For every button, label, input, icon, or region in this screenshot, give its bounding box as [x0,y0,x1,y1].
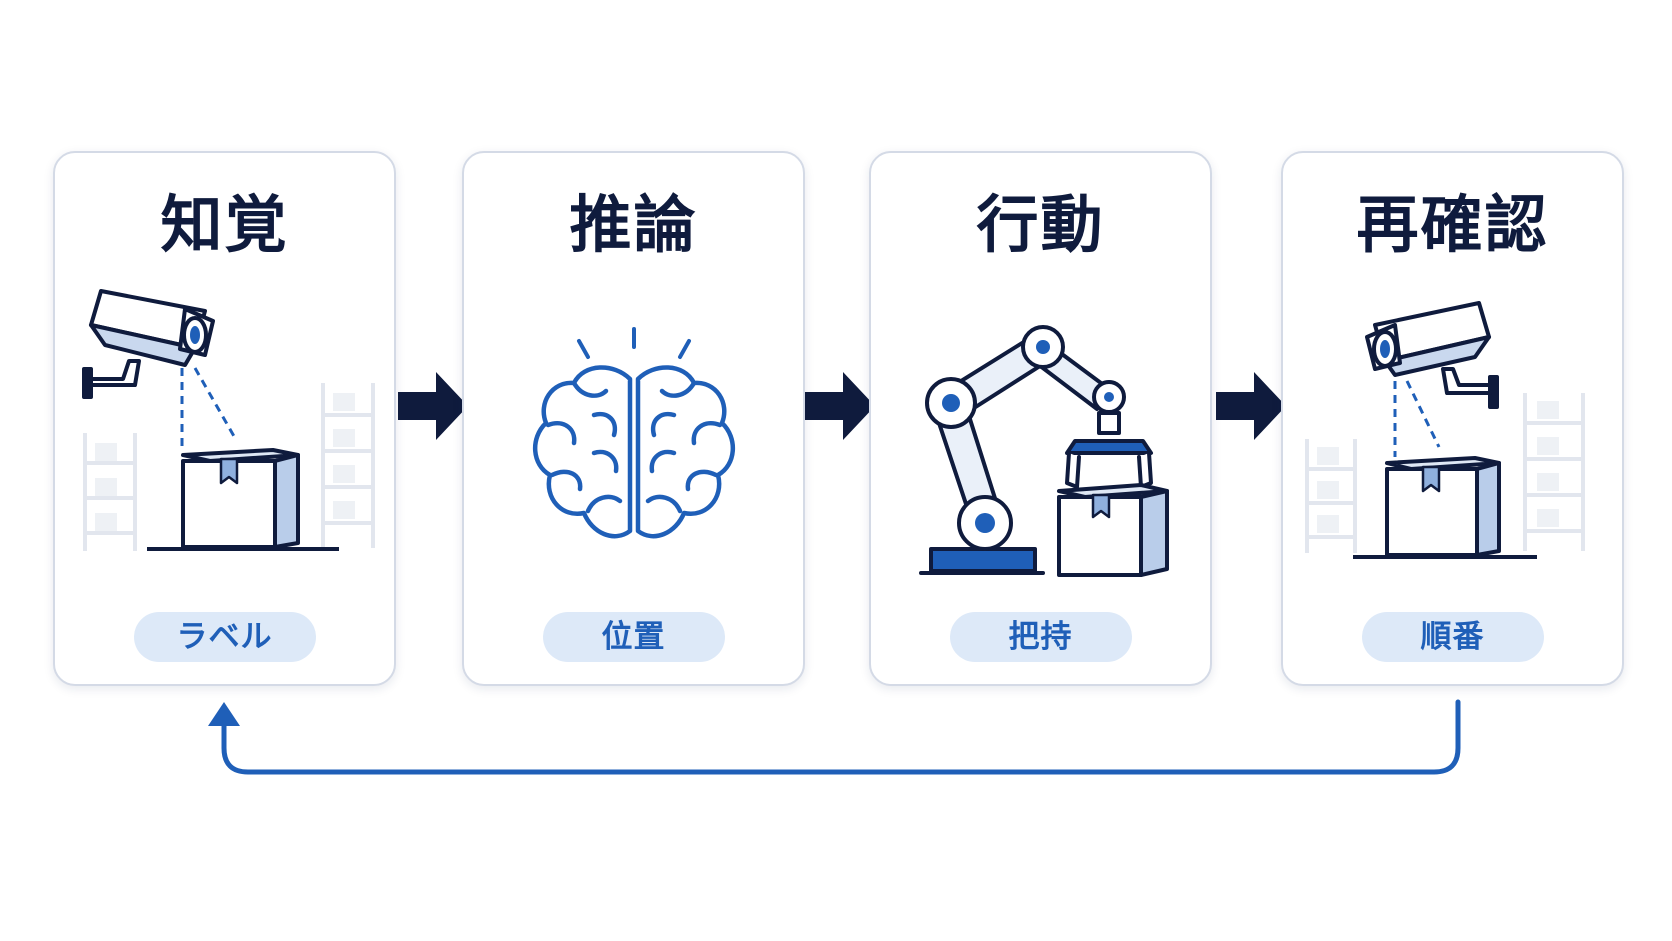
step-title: 行動 [976,188,1105,261]
right-arrow-icon [398,372,468,440]
step-badge: 位置 [542,612,725,662]
step-card-reasoning: 推論 位置 [462,151,805,686]
step-badge: 順番 [1361,612,1544,662]
right-arrow-icon [1216,372,1286,440]
step-title: 再確認 [1356,188,1549,261]
step-card-action: 行動 把持 [869,151,1212,686]
right-arrow-icon [805,372,875,440]
security-camera-icon [1305,301,1585,559]
robot-arm-icon [919,325,1169,577]
step-title: 知覚 [160,188,289,261]
step-badge: ラベル [133,612,316,662]
step-card-reverification: 再確認 順番 [1281,151,1624,686]
security-camera-icon [82,289,375,551]
step-badge: 把持 [949,612,1132,662]
brain-icon [532,327,736,539]
step-title: 推論 [569,188,698,261]
step-card-perception: 知覚 ラベル [53,151,396,686]
